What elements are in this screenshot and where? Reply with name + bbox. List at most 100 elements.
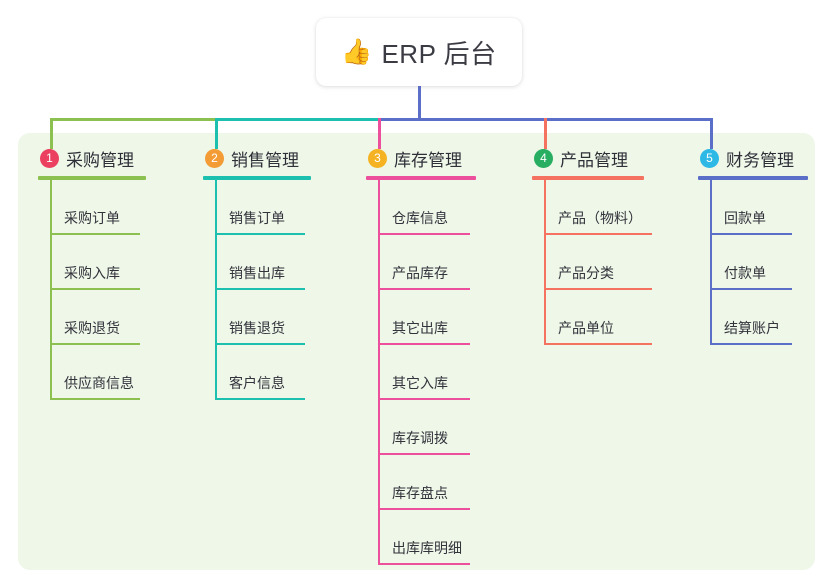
leaf-rule bbox=[50, 288, 140, 290]
leaf-list: 采购订单采购入库采购退货供应商信息 bbox=[38, 180, 188, 400]
column-stem bbox=[710, 180, 712, 345]
leaf-rule bbox=[215, 343, 305, 345]
leaf-label: 产品（物料） bbox=[558, 210, 642, 226]
column-drop-3 bbox=[378, 118, 381, 149]
leaf-label: 采购入库 bbox=[64, 265, 120, 281]
leaf-label: 其它入库 bbox=[392, 375, 448, 391]
leaf-label: 产品单位 bbox=[558, 320, 614, 336]
leaf-label: 出库库明细 bbox=[392, 540, 462, 556]
column-number-badge: 1 bbox=[40, 148, 59, 168]
root-title: ERP 后台 bbox=[381, 38, 497, 69]
leaf-rule bbox=[378, 453, 470, 455]
leaf-item[interactable]: 产品库存 bbox=[366, 235, 516, 290]
leaf-item[interactable]: 产品单位 bbox=[532, 290, 692, 345]
leaf-rule bbox=[710, 343, 792, 345]
leaf-rule bbox=[544, 343, 652, 345]
leaf-item[interactable]: 付款单 bbox=[698, 235, 838, 290]
thumbs-up-icon: 👍 bbox=[341, 37, 373, 66]
column-number-badge: 3 bbox=[368, 148, 387, 168]
leaf-rule bbox=[215, 233, 305, 235]
leaf-label: 仓库信息 bbox=[392, 210, 448, 226]
leaf-item[interactable]: 其它出库 bbox=[366, 290, 516, 345]
column-5: 5 财务管理回款单付款单结算账户 bbox=[698, 145, 838, 345]
leaf-rule bbox=[378, 398, 470, 400]
column-header-rule bbox=[38, 176, 146, 180]
leaf-rule bbox=[710, 288, 792, 290]
leaf-rule bbox=[378, 563, 470, 565]
leaf-list: 仓库信息产品库存其它出库其它入库库存调拨库存盘点出库库明细 bbox=[366, 180, 516, 565]
column-1: 1 采购管理采购订单采购入库采购退货供应商信息 bbox=[38, 145, 188, 400]
bus-segment-4 bbox=[544, 118, 713, 121]
column-drop-2 bbox=[215, 118, 218, 149]
leaf-list: 销售订单销售出库销售退货客户信息 bbox=[203, 180, 353, 400]
leaf-item[interactable]: 回款单 bbox=[698, 180, 838, 235]
leaf-item[interactable]: 出库库明细 bbox=[366, 510, 516, 565]
column-header-rule bbox=[366, 176, 476, 180]
leaf-item[interactable]: 库存盘点 bbox=[366, 455, 516, 510]
leaf-item[interactable]: 结算账户 bbox=[698, 290, 838, 345]
leaf-rule bbox=[544, 288, 652, 290]
leaf-label: 客户信息 bbox=[229, 375, 285, 391]
leaf-item[interactable]: 销售订单 bbox=[203, 180, 353, 235]
leaf-list: 回款单付款单结算账户 bbox=[698, 180, 838, 345]
leaf-item[interactable]: 产品（物料） bbox=[532, 180, 692, 235]
root-node[interactable]: 👍 ERP 后台 bbox=[316, 18, 522, 86]
leaf-label: 回款单 bbox=[724, 210, 766, 226]
column-drop-4 bbox=[544, 118, 547, 149]
content-panel bbox=[18, 133, 815, 570]
column-4: 4 产品管理产品（物料） 产品分类产品单位 bbox=[532, 145, 692, 345]
leaf-rule bbox=[378, 288, 470, 290]
column-stem bbox=[215, 180, 217, 400]
leaf-label: 供应商信息 bbox=[64, 375, 134, 391]
leaf-item[interactable]: 库存调拨 bbox=[366, 400, 516, 455]
column-header-5[interactable]: 5 财务管理 bbox=[698, 145, 838, 171]
leaf-rule bbox=[378, 508, 470, 510]
leaf-label: 采购订单 bbox=[64, 210, 120, 226]
column-number-badge: 4 bbox=[534, 148, 553, 168]
leaf-item[interactable]: 采购退货 bbox=[38, 290, 188, 345]
leaf-label: 销售退货 bbox=[229, 320, 285, 336]
leaf-item[interactable]: 仓库信息 bbox=[366, 180, 516, 235]
column-header-2[interactable]: 2 销售管理 bbox=[203, 145, 353, 171]
leaf-rule bbox=[378, 343, 470, 345]
column-header-3[interactable]: 3 库存管理 bbox=[366, 145, 516, 171]
leaf-item[interactable]: 采购入库 bbox=[38, 235, 188, 290]
leaf-rule bbox=[215, 398, 305, 400]
column-header-1[interactable]: 1 采购管理 bbox=[38, 145, 188, 171]
column-title: 采购管理 bbox=[66, 150, 134, 170]
column-number-badge: 2 bbox=[205, 148, 224, 168]
leaf-label: 库存调拨 bbox=[392, 430, 448, 446]
leaf-label: 销售订单 bbox=[229, 210, 285, 226]
leaf-item[interactable]: 产品分类 bbox=[532, 235, 692, 290]
bus-segment-1 bbox=[50, 118, 218, 121]
leaf-item[interactable]: 销售退货 bbox=[203, 290, 353, 345]
bus-segment-3 bbox=[378, 118, 547, 121]
leaf-item[interactable]: 客户信息 bbox=[203, 345, 353, 400]
leaf-label: 结算账户 bbox=[724, 320, 780, 336]
leaf-label: 产品库存 bbox=[392, 265, 448, 281]
leaf-item[interactable]: 销售出库 bbox=[203, 235, 353, 290]
column-stem bbox=[378, 180, 380, 565]
leaf-rule bbox=[544, 233, 652, 235]
column-header-rule bbox=[532, 176, 644, 180]
column-title: 销售管理 bbox=[231, 150, 299, 170]
column-title: 财务管理 bbox=[726, 150, 794, 170]
leaf-item[interactable]: 采购订单 bbox=[38, 180, 188, 235]
column-3: 3 库存管理仓库信息产品库存其它出库其它入库库存调拨库存盘点出库库明细 bbox=[366, 145, 516, 565]
column-number-badge: 5 bbox=[700, 148, 719, 168]
column-header-rule bbox=[698, 176, 808, 180]
leaf-rule bbox=[378, 233, 470, 235]
column-header-4[interactable]: 4 产品管理 bbox=[532, 145, 692, 171]
leaf-item[interactable]: 其它入库 bbox=[366, 345, 516, 400]
column-title: 产品管理 bbox=[560, 150, 628, 170]
leaf-label: 付款单 bbox=[724, 265, 766, 281]
leaf-rule bbox=[50, 398, 140, 400]
column-2: 2 销售管理销售订单销售出库销售退货客户信息 bbox=[203, 145, 353, 400]
column-drop-5 bbox=[710, 118, 713, 149]
root-stem bbox=[418, 86, 421, 121]
column-drop-1 bbox=[50, 118, 53, 149]
leaf-item[interactable]: 供应商信息 bbox=[38, 345, 188, 400]
column-title: 库存管理 bbox=[394, 150, 462, 170]
column-header-rule bbox=[203, 176, 311, 180]
